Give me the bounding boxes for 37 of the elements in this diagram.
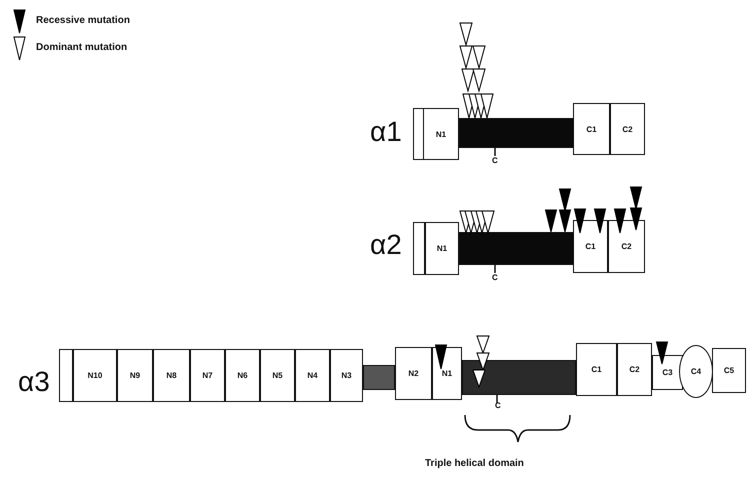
domain-box: C5 bbox=[712, 348, 746, 393]
domain-box: C2 bbox=[617, 343, 652, 396]
domain-label: Triple helical domain bbox=[425, 458, 524, 469]
chain-label: α1 bbox=[370, 116, 402, 148]
signal-peptide-box bbox=[413, 222, 425, 275]
domain-box: N7 bbox=[190, 349, 225, 402]
triple-helix-bar bbox=[462, 360, 576, 395]
cysteine-label: C bbox=[495, 401, 501, 410]
triple-helix-bar bbox=[459, 232, 574, 265]
domain-box: C2 bbox=[608, 220, 645, 273]
domain-box: N9 bbox=[117, 349, 153, 402]
domain-box: C2 bbox=[610, 103, 645, 155]
legend-label: Recessive mutation bbox=[36, 15, 130, 26]
domain-box: C3 bbox=[652, 355, 683, 390]
domain-box: N10 bbox=[73, 349, 117, 402]
domain-box: N3 bbox=[330, 349, 363, 402]
signal-peptide-box bbox=[413, 108, 424, 160]
domain-box: C1 bbox=[576, 343, 617, 396]
cysteine-label: C bbox=[492, 273, 498, 282]
legend-label: Dominant mutation bbox=[36, 42, 128, 53]
domain-box: N6 bbox=[225, 349, 260, 402]
domain-box: N2 bbox=[395, 347, 432, 400]
domain-oval: C4 bbox=[679, 345, 713, 398]
domain-box: N1 bbox=[425, 222, 459, 275]
chain-label: α2 bbox=[370, 229, 402, 261]
domain-box: N1 bbox=[423, 108, 459, 160]
domain-box: N5 bbox=[260, 349, 295, 402]
linker-bar bbox=[363, 365, 395, 390]
triple-helix-bar bbox=[459, 118, 574, 148]
signal-peptide-box bbox=[59, 349, 73, 402]
domain-box: N4 bbox=[295, 349, 330, 402]
domain-box: C1 bbox=[573, 103, 610, 155]
domain-box: N1 bbox=[432, 347, 462, 400]
chain-label: α3 bbox=[18, 366, 50, 398]
domain-box: N8 bbox=[153, 349, 190, 402]
cysteine-label: C bbox=[492, 156, 498, 165]
domain-box: C1 bbox=[573, 220, 608, 273]
